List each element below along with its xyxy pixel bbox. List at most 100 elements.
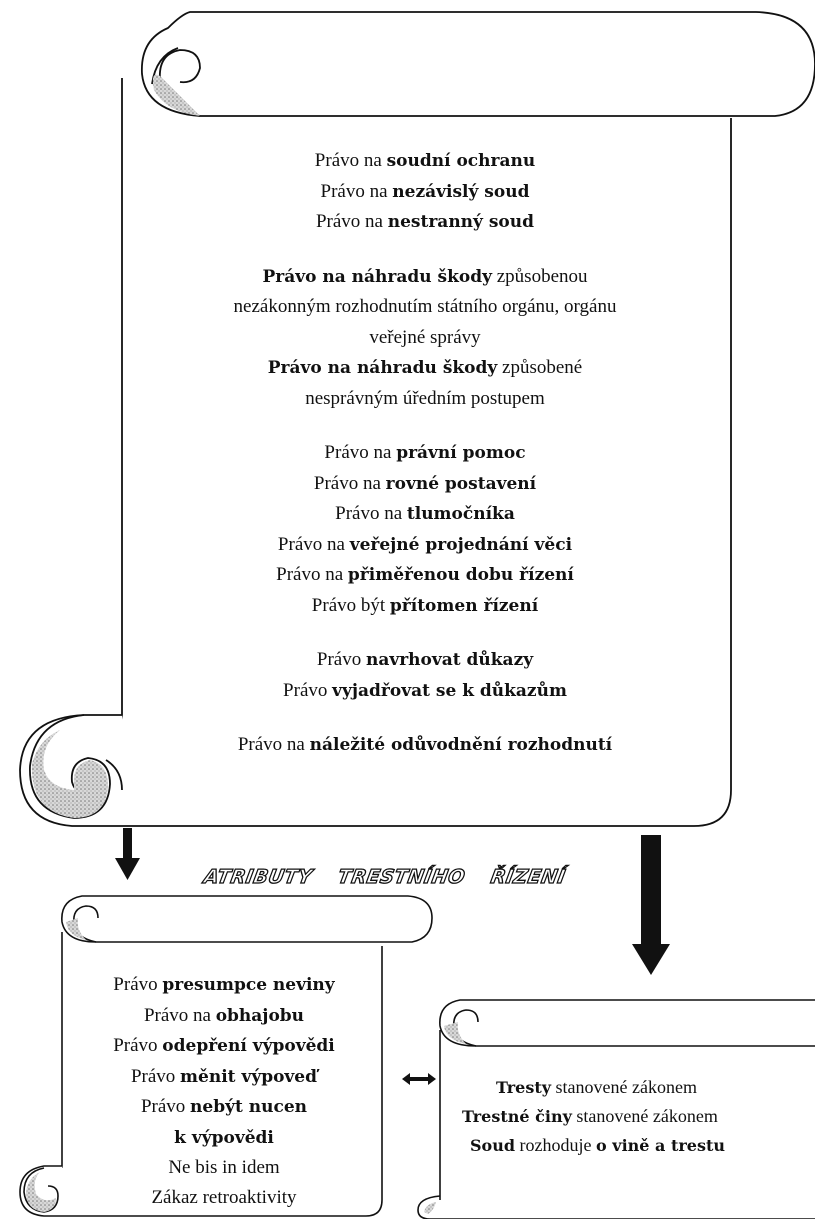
text-line: Právo odepření výpovědi <box>64 1031 384 1062</box>
spacer <box>110 706 740 730</box>
plain-phrase: Právo na <box>277 533 350 555</box>
bold-phrase: přiměřenou dobu řízení <box>347 565 574 585</box>
spacer <box>110 238 740 262</box>
main-scroll <box>19 11 815 827</box>
text-line: Právo nebýt nucen <box>64 1092 384 1123</box>
bold-phrase: Trestné činy <box>462 1107 572 1126</box>
plain-phrase: Zákaz retroaktivity <box>151 1186 297 1208</box>
bold-phrase: nestranný soud <box>387 212 534 232</box>
text-line: Právo na nestranný soud <box>110 207 740 238</box>
text-line: Ne bis in idem <box>64 1153 384 1183</box>
plain-phrase: Právo být <box>311 594 390 616</box>
plain-phrase: Právo na <box>237 734 310 755</box>
text-line: Právo na obhajobu <box>64 1001 384 1032</box>
plain-phrase: rozhoduje <box>515 1135 597 1155</box>
text-line: nezákonným rozhodnutím státního orgánu, … <box>110 292 740 323</box>
plain-phrase: stanovené zákonem <box>571 1106 718 1126</box>
plain-phrase: nesprávným úředním postupem <box>305 387 545 409</box>
bold-phrase: náležité odůvodnění rozhodnutí <box>309 735 613 755</box>
text-line: k výpovědi <box>64 1123 384 1154</box>
text-line: Právo na náhradu škody způsobené <box>110 353 740 384</box>
text-line: Právo měnit výpoveď <box>64 1062 384 1093</box>
arrow-to-left-scroll <box>115 828 140 880</box>
left-scroll <box>19 895 433 1217</box>
left-scroll-top-roll <box>61 895 433 943</box>
bold-phrase: přítomen řízení <box>389 595 539 616</box>
plain-phrase: Právo <box>130 1065 181 1087</box>
text-line: Právo navrhovat důkazy <box>110 645 740 676</box>
plain-phrase: způsobené <box>497 357 583 378</box>
text-line: Právo být přítomen řízení <box>110 591 740 622</box>
bold-phrase: nezávislý soud <box>392 181 530 202</box>
plain-phrase: Právo na <box>315 211 388 232</box>
plain-phrase: Právo na <box>143 1004 216 1026</box>
bold-phrase: obhajobu <box>215 1005 305 1026</box>
text-line: Právo na rovné postavení <box>110 469 740 500</box>
bold-phrase: Tresty <box>496 1078 552 1097</box>
plain-phrase: Právo na <box>314 150 387 171</box>
plain-phrase: Právo <box>283 679 333 701</box>
bold-phrase: nebýt nucen <box>190 1097 308 1117</box>
plain-phrase: Právo <box>113 974 163 995</box>
bold-phrase: o vině a trestu <box>596 1136 725 1155</box>
bold-phrase: soudní ochranu <box>386 151 536 171</box>
bold-phrase: Právo na náhradu škody <box>267 358 498 378</box>
spacer <box>110 621 740 645</box>
bold-phrase: vyjadřovat se k důkazům <box>332 680 567 701</box>
plain-phrase: Právo <box>316 649 366 670</box>
heading-word: ŘÍZENÍ <box>488 865 568 888</box>
text-line: Právo na nezávislý soud <box>110 177 740 208</box>
text-line: Právo na právní pomoc <box>110 438 740 469</box>
text-line: Právo na náležité odůvodnění rozhodnutí <box>110 730 740 761</box>
plain-phrase: Právo na <box>324 442 397 463</box>
bold-phrase: Soud <box>470 1136 516 1155</box>
plain-phrase: Právo na <box>313 472 386 494</box>
text-line: Tresty stanovené zákonem <box>462 1073 815 1102</box>
plain-phrase: Právo na <box>276 564 348 585</box>
text-line: Právo na soudní ochranu <box>110 146 740 177</box>
plain-phrase: Právo <box>113 1035 163 1056</box>
bold-phrase: veřejné projednání věci <box>349 534 573 555</box>
bold-phrase: právní pomoc <box>396 443 526 463</box>
text-line: Zákaz retroaktivity <box>64 1183 384 1213</box>
text-line: Trestné činy stanovené zákonem <box>462 1102 815 1131</box>
double-arrow <box>402 1073 436 1085</box>
bold-phrase: Právo na náhradu škody <box>262 266 492 287</box>
right-scroll-top-roll <box>439 999 815 1047</box>
text-line: Právo na tlumočníka <box>110 499 740 530</box>
plain-phrase: způsobenou <box>492 265 588 287</box>
bold-phrase: rovné postavení <box>385 473 537 494</box>
bold-phrase: tlumočníka <box>406 504 515 524</box>
bold-phrase: presumpce neviny <box>162 975 335 995</box>
heading-word: TRESTNÍHO <box>336 865 468 888</box>
plain-phrase: Právo na <box>335 503 407 524</box>
plain-phrase: veřejné správy <box>369 326 481 348</box>
bold-phrase: odepření výpovědi <box>162 1036 335 1056</box>
plain-phrase: stanovené zákonem <box>551 1077 697 1097</box>
spacer <box>110 414 740 438</box>
text-line: Právo na přiměřenou dobu řízení <box>110 560 740 591</box>
plain-phrase: Právo na <box>320 180 393 202</box>
text-line: Právo na veřejné projednání věci <box>110 530 740 561</box>
bold-phrase: k výpovědi <box>174 1127 274 1148</box>
arrow-to-right-scroll <box>632 835 670 975</box>
right-scroll-bottom-roll <box>417 1195 815 1219</box>
text-line: nesprávným úředním postupem <box>110 384 740 415</box>
text-line: veřejné správy <box>110 323 740 354</box>
plain-phrase: nezákonným rozhodnutím státního orgánu, … <box>233 296 617 317</box>
text-line: Právo na náhradu škody způsobenou <box>110 262 740 293</box>
text-line: Soud rozhoduje o vině a trestu <box>462 1131 815 1160</box>
text-line: Právo vyjadřovat se k důkazům <box>110 676 740 707</box>
plain-phrase: Právo <box>140 1096 191 1117</box>
bold-phrase: měnit výpoveď <box>180 1066 318 1087</box>
plain-phrase: Ne bis in idem <box>168 1157 280 1178</box>
heading-atributy-trestniho-rizeni: ATRIBUTY TRESTNÍHO ŘÍZENÍ <box>201 865 593 888</box>
text-line: Právo presumpce neviny <box>64 970 384 1001</box>
heading-word: ATRIBUTY <box>201 865 315 888</box>
bold-phrase: navrhovat důkazy <box>365 650 534 670</box>
main-scroll-top-roll <box>141 11 815 117</box>
